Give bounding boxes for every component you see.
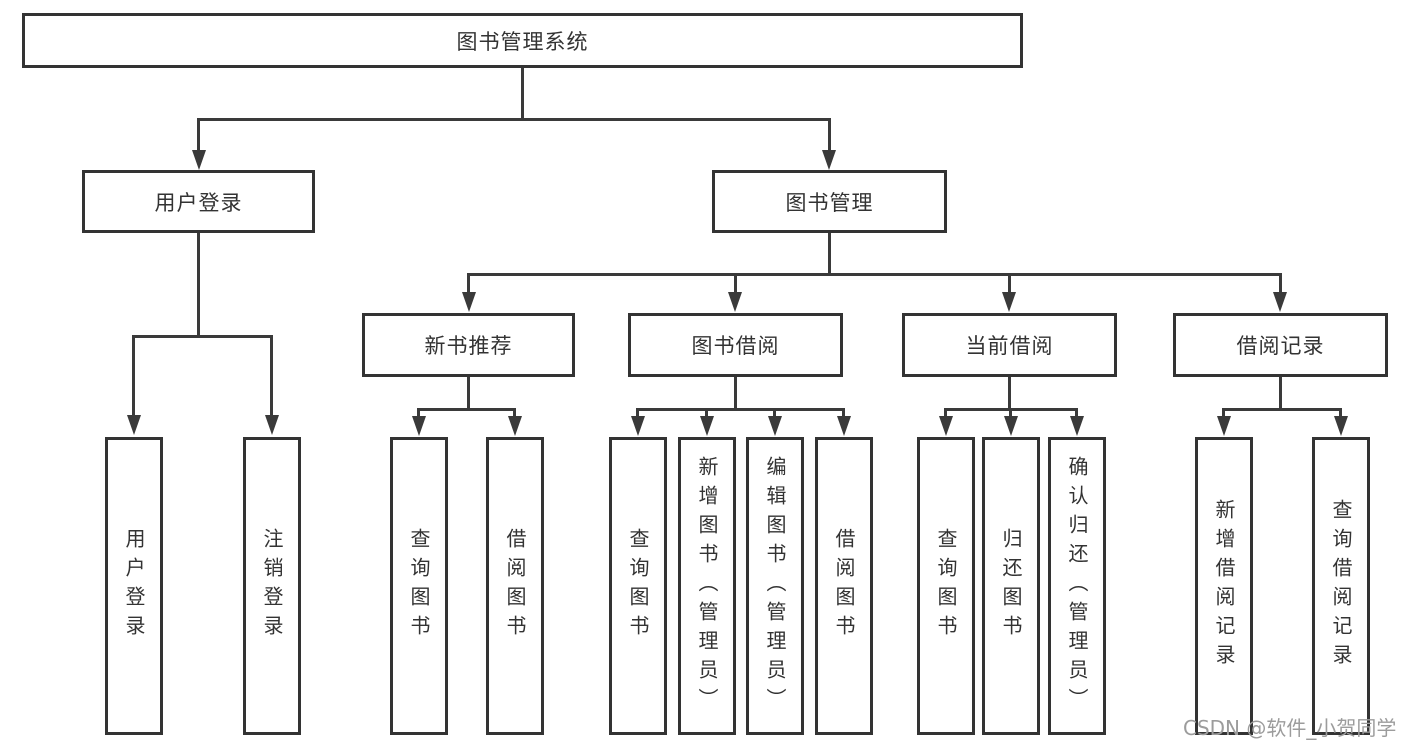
- connector-line: [467, 377, 470, 410]
- connector-line: [467, 273, 470, 294]
- leaf-record-add-record-label: 新增借阅记录: [1212, 499, 1236, 673]
- connector-line: [521, 68, 524, 121]
- connector-line: [773, 408, 776, 418]
- connector-line: [636, 408, 845, 411]
- arrow-down: [508, 416, 522, 436]
- node-book-management: 图书管理: [712, 170, 947, 233]
- node-user-login: 用户登录: [82, 170, 315, 233]
- leaf-borrow-borrow-books-label: 借阅图书: [832, 528, 856, 644]
- leaf-record-query-record: 查询借阅记录: [1312, 437, 1370, 735]
- arrow-down: [768, 416, 782, 436]
- leaf-borrow-query-books: 查询图书: [609, 437, 667, 735]
- leaf-borrow-query-books-label: 查询图书: [626, 528, 650, 644]
- connector-line: [1279, 377, 1282, 410]
- connector-line: [1222, 408, 1225, 418]
- connector-line: [1008, 273, 1011, 294]
- leaf-logout: 注销登录: [243, 437, 301, 735]
- connector-line: [197, 118, 831, 121]
- arrow-down: [192, 150, 206, 170]
- arrow-down: [700, 416, 714, 436]
- arrow-down: [728, 292, 742, 312]
- node-new-book-recommend: 新书推荐: [362, 313, 575, 377]
- leaf-borrow-add-books-admin: 新增图书（管理员）: [678, 437, 736, 735]
- connector-line: [828, 233, 831, 275]
- leaf-user-login: 用户登录: [105, 437, 163, 735]
- leaf-recommend-query-books-label: 查询图书: [407, 528, 431, 644]
- connector-line: [1222, 408, 1342, 411]
- connector-line: [828, 118, 831, 152]
- node-root-label: 图书管理系统: [456, 29, 589, 54]
- connector-line: [467, 273, 1282, 276]
- connector-line: [197, 118, 200, 152]
- connector-line: [1075, 408, 1078, 418]
- connector-line: [417, 408, 516, 411]
- arrow-down: [127, 415, 141, 435]
- arrow-down: [1273, 292, 1287, 312]
- connector-line: [270, 335, 273, 417]
- connector-line: [636, 408, 639, 418]
- arrow-down: [462, 292, 476, 312]
- arrow-down: [822, 150, 836, 170]
- connector-line: [944, 408, 947, 418]
- connector-line: [705, 408, 708, 418]
- connector-line: [1279, 273, 1282, 294]
- node-current-borrow-label: 当前借阅: [965, 334, 1054, 358]
- leaf-borrow-add-books-admin-label: 新增图书（管理员）: [695, 455, 719, 717]
- connector-line: [132, 335, 135, 417]
- connector-line: [1009, 408, 1012, 418]
- arrow-down: [1334, 416, 1348, 436]
- arrow-down: [1004, 416, 1018, 436]
- leaf-current-query-books: 查询图书: [917, 437, 975, 735]
- leaf-user-login-label: 用户登录: [122, 528, 146, 644]
- connector-line: [1008, 377, 1011, 410]
- csdn-watermark: CSDN @软件_小贺同学: [1183, 716, 1397, 740]
- leaf-borrow-edit-books-admin: 编辑图书（管理员）: [746, 437, 804, 735]
- leaf-current-return-books-label: 归还图书: [999, 528, 1023, 644]
- node-book-management-label: 图书管理: [785, 190, 874, 215]
- arrow-down: [265, 415, 279, 435]
- leaf-record-query-record-label: 查询借阅记录: [1329, 499, 1353, 673]
- connector-line: [513, 408, 516, 418]
- arrow-down: [631, 416, 645, 436]
- connector-line: [734, 377, 737, 410]
- node-book-borrow: 图书借阅: [628, 313, 843, 377]
- arrow-down: [1217, 416, 1231, 436]
- arrow-down: [837, 416, 851, 436]
- node-borrow-record-label: 借阅记录: [1236, 334, 1325, 358]
- arrow-down: [412, 416, 426, 436]
- arrow-down: [1070, 416, 1084, 436]
- node-root: 图书管理系统: [22, 13, 1023, 68]
- leaf-current-confirm-return-admin: 确认归还（管理员）: [1048, 437, 1106, 735]
- leaf-recommend-borrow-books: 借阅图书: [486, 437, 544, 735]
- leaf-record-add-record: 新增借阅记录: [1195, 437, 1253, 735]
- leaf-logout-label: 注销登录: [260, 528, 284, 644]
- node-book-borrow-label: 图书借阅: [691, 334, 780, 358]
- arrow-down: [939, 416, 953, 436]
- node-new-book-recommend-label: 新书推荐: [424, 334, 513, 358]
- leaf-current-return-books: 归还图书: [982, 437, 1040, 735]
- leaf-current-confirm-return-admin-label: 确认归还（管理员）: [1065, 455, 1089, 717]
- arrow-down: [1002, 292, 1016, 312]
- leaf-current-query-books-label: 查询图书: [934, 528, 958, 644]
- leaf-recommend-query-books: 查询图书: [390, 437, 448, 735]
- connector-line: [132, 335, 273, 338]
- leaf-recommend-borrow-books-label: 借阅图书: [503, 528, 527, 644]
- node-current-borrow: 当前借阅: [902, 313, 1117, 377]
- node-user-login-label: 用户登录: [154, 190, 243, 215]
- connector-line: [197, 233, 200, 337]
- connector-line: [734, 273, 737, 294]
- connector-line: [1339, 408, 1342, 418]
- connector-line: [842, 408, 845, 418]
- leaf-borrow-borrow-books: 借阅图书: [815, 437, 873, 735]
- node-borrow-record: 借阅记录: [1173, 313, 1388, 377]
- connector-line: [417, 408, 420, 418]
- leaf-borrow-edit-books-admin-label: 编辑图书（管理员）: [763, 455, 787, 717]
